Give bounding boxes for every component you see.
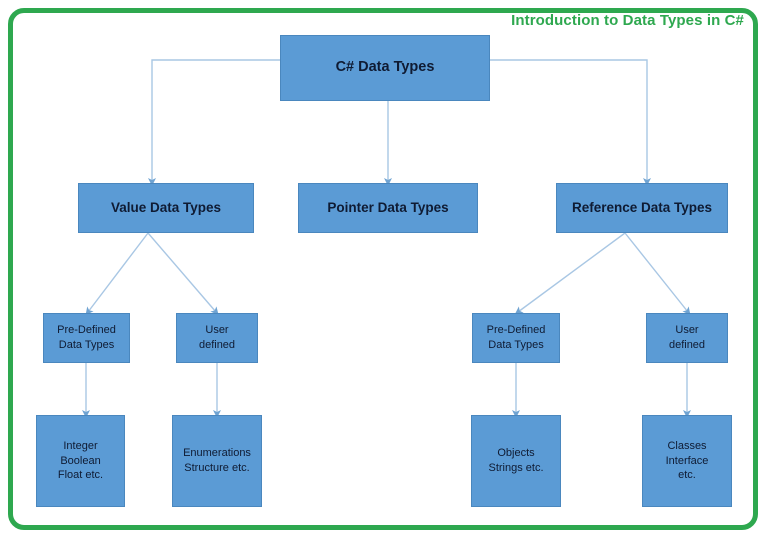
node-reference-predefined-examples[interactable]: Objects Strings etc.: [471, 415, 561, 507]
node-value-predefined-examples[interactable]: Integer Boolean Float etc.: [36, 415, 125, 507]
node-value-data-types[interactable]: Value Data Types: [78, 183, 254, 233]
node-value-userdefined[interactable]: User defined: [176, 313, 258, 363]
node-value-predefined[interactable]: Pre-Defined Data Types: [43, 313, 130, 363]
connector-reference-to-userdefined: [624, 232, 691, 316]
connector-reference-to-predefined: [514, 232, 626, 315]
node-pointer-data-types[interactable]: Pointer Data Types: [298, 183, 478, 233]
connector-value-to-userdefined: [147, 232, 219, 316]
node-reference-userdefined[interactable]: User defined: [646, 313, 728, 363]
node-value-userdefined-examples[interactable]: Enumerations Structure etc.: [172, 415, 262, 507]
connector-root-to-reference: [490, 59, 651, 186]
node-reference-data-types[interactable]: Reference Data Types: [556, 183, 728, 233]
connector-root-to-value: [148, 59, 280, 186]
node-reference-userdefined-examples[interactable]: Classes Interface etc.: [642, 415, 732, 507]
node-reference-predefined[interactable]: Pre-Defined Data Types: [472, 313, 560, 363]
connector-value-to-predefined: [85, 232, 149, 316]
node-root[interactable]: C# Data Types: [280, 35, 490, 101]
diagram-title: Introduction to Data Types in C#: [511, 12, 744, 29]
